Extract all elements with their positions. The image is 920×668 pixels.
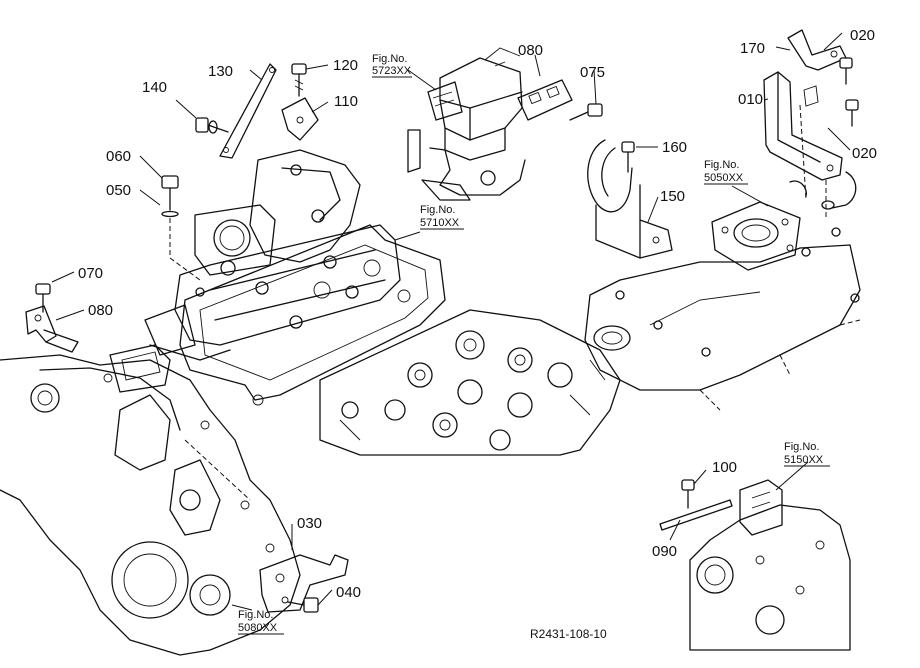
label-040: 040 xyxy=(336,584,361,601)
bolt-160 xyxy=(621,141,635,173)
label-080-left: 080 xyxy=(88,302,113,319)
label-100: 100 xyxy=(712,459,737,476)
label-030: 030 xyxy=(297,515,322,532)
fig-ref-5710-line2: 5710XX xyxy=(420,217,460,229)
intake-manifold xyxy=(144,149,401,361)
bracket-080-left xyxy=(25,305,79,353)
fig-ref-5723-line2: 5723XX xyxy=(372,65,412,77)
fig-ref-5080-line2: 5080XX xyxy=(238,622,278,634)
egr-valve-assembly xyxy=(407,47,526,201)
label-090: 090 xyxy=(652,543,677,560)
clip-110 xyxy=(281,97,319,141)
cylinder-head xyxy=(319,309,621,456)
bracket-030 xyxy=(259,554,349,613)
label-140: 140 xyxy=(142,79,167,96)
label-070: 070 xyxy=(78,265,103,282)
label-120: 120 xyxy=(333,57,358,74)
manifold-gasket xyxy=(179,224,446,406)
label-170: 170 xyxy=(740,40,765,57)
pipe-and-bracket-150 xyxy=(587,139,673,259)
bolt-060 xyxy=(161,175,179,211)
diagram-code: R2431-108-10 xyxy=(530,627,607,641)
figure-refs: Fig.No. 5723XX Fig.No. 5710XX Fig.No. 50… xyxy=(238,53,830,635)
gear-case xyxy=(0,344,301,656)
washer-050 xyxy=(161,210,201,281)
fig-ref-5050-line1: Fig.No. xyxy=(704,159,739,171)
label-050: 050 xyxy=(106,182,131,199)
label-010: 010 xyxy=(738,91,763,108)
label-110: 110 xyxy=(334,93,358,110)
leader-lines xyxy=(51,32,851,611)
fig-ref-5710-line1: Fig.No. xyxy=(420,204,455,216)
bolt-020-upper xyxy=(839,57,853,85)
label-020-upper: 020 xyxy=(850,27,875,44)
bolt-070 xyxy=(35,283,51,313)
label-130: 130 xyxy=(208,63,233,80)
fig-ref-5150-line1: Fig.No. xyxy=(784,441,819,453)
label-075: 075 xyxy=(580,64,605,81)
label-080-top: 080 xyxy=(518,42,543,59)
bolt-020-lower xyxy=(845,99,859,127)
intake-flange xyxy=(711,201,801,271)
fig-ref-5080-line1: Fig.No. xyxy=(238,609,273,621)
bolt-100 xyxy=(681,479,695,509)
gasket-plate-080 xyxy=(517,79,573,121)
flywheel-housing xyxy=(689,479,851,651)
dipstick-090 xyxy=(659,499,733,531)
bolt-140 xyxy=(195,117,229,134)
bolt-075 xyxy=(569,103,603,121)
bracket-170 xyxy=(787,29,847,71)
rocker-cover xyxy=(584,227,861,411)
fig-ref-5723-line1: Fig.No. xyxy=(372,53,407,65)
fig-ref-5150-line2: 5150XX xyxy=(784,454,824,466)
label-150: 150 xyxy=(660,188,685,205)
bracket-010 xyxy=(763,71,843,220)
label-020-lower: 020 xyxy=(852,145,877,162)
label-160: 160 xyxy=(662,139,687,156)
label-060: 060 xyxy=(106,148,131,165)
part-labels: 010 020 020 030 040 050 060 070 075 080 … xyxy=(78,27,877,601)
bolt-120 xyxy=(291,63,307,97)
fig-ref-5050-line2: 5050XX xyxy=(704,172,744,184)
breather-hose xyxy=(789,171,857,210)
bracket-strip-130 xyxy=(219,63,277,159)
